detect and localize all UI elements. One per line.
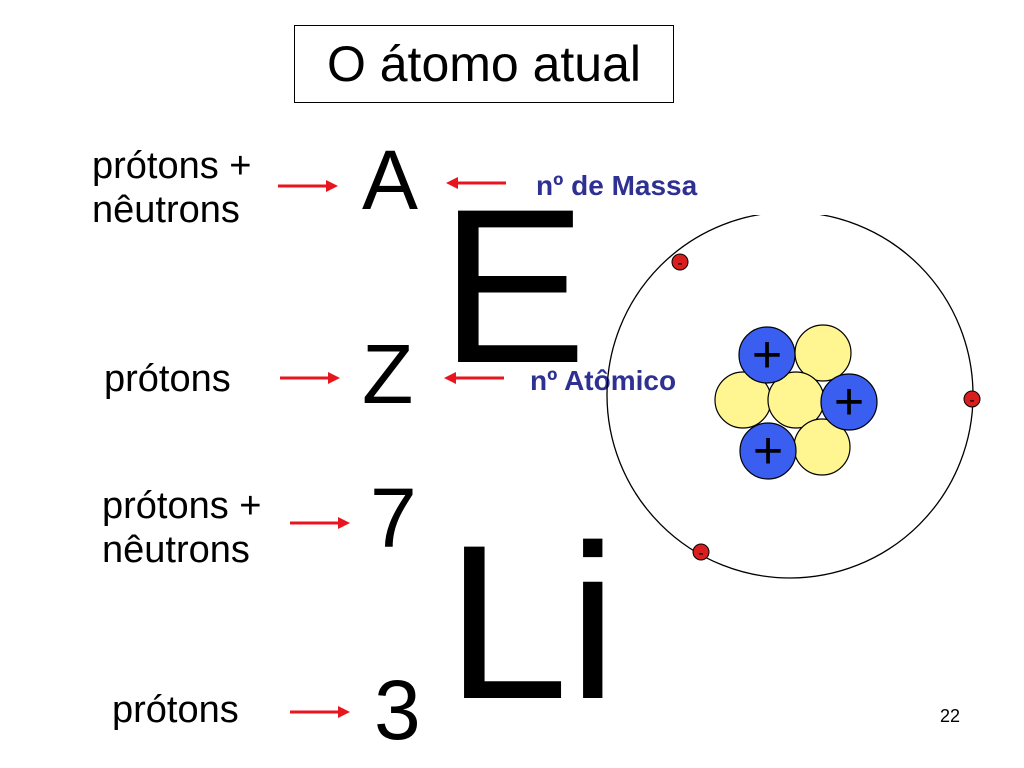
atomic-label-bottom: prótons — [112, 689, 239, 731]
minus-icon: - — [677, 255, 682, 272]
slide-title: O átomo atual — [294, 25, 674, 103]
page-number: 22 — [940, 706, 961, 726]
proton — [820, 373, 878, 431]
electrons: - - - — [671, 253, 981, 562]
mass-label-top-line2: nêutrons — [92, 189, 240, 231]
atom-diagram: + + + - - - — [606, 215, 981, 579]
plus-icon: + — [834, 373, 864, 431]
proton — [738, 326, 796, 384]
mass-number-value: 7 — [370, 471, 417, 565]
atomic-number-value: 3 — [374, 663, 421, 757]
mass-label-bottom-line2: nêutrons — [102, 529, 250, 571]
protons: + + + — [738, 326, 878, 480]
neutrons — [714, 324, 852, 476]
minus-icon: - — [698, 545, 703, 562]
mass-label-bottom: prótons + nêutrons — [102, 484, 262, 572]
mass-label-bottom-line1: prótons + — [102, 485, 262, 527]
mass-symbol: A — [362, 133, 419, 227]
mass-label-top: prótons + nêutrons — [92, 144, 252, 232]
minus-icon: - — [969, 392, 974, 409]
electron — [692, 543, 710, 561]
electron — [671, 253, 689, 271]
mass-number-caption: nº de Massa — [536, 170, 698, 201]
element-symbol-generic: E — [440, 163, 587, 409]
arrow-right-icon — [290, 706, 350, 718]
arrow-right-icon — [290, 517, 350, 529]
arrow-left-icon — [446, 177, 506, 189]
mass-label-top-line1: prótons + — [92, 145, 252, 187]
atomic-label-top: prótons — [104, 358, 231, 400]
electron — [963, 390, 981, 408]
atomic-number-caption: nº Atômico — [530, 365, 677, 396]
plus-icon: + — [752, 326, 782, 384]
atomic-symbol: Z — [362, 327, 414, 421]
arrow-right-icon — [280, 372, 340, 384]
plus-icon: + — [753, 422, 783, 480]
arrow-right-icon — [278, 180, 338, 192]
proton — [739, 422, 797, 480]
element-symbol-lithium: Li — [446, 499, 618, 745]
arrow-left-icon — [444, 372, 504, 384]
